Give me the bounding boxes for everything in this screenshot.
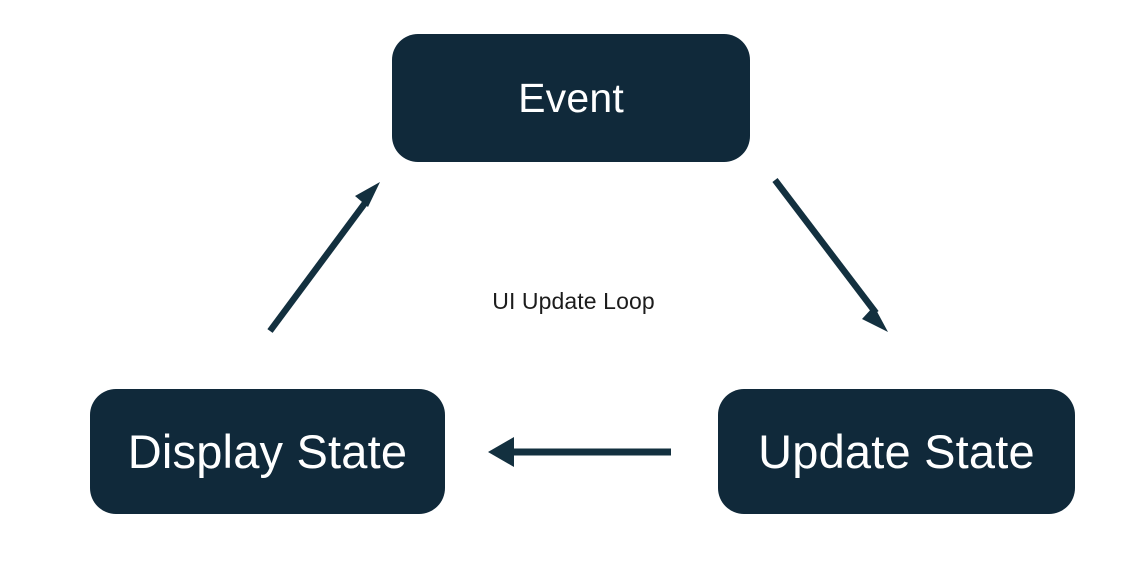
- node-display-state[interactable]: Display State: [90, 389, 445, 514]
- center-label: UI Update Loop: [492, 288, 655, 314]
- node-event-label: Event: [518, 74, 624, 121]
- node-event[interactable]: Event: [392, 34, 750, 162]
- arrow-event-to-update-state-line: [772, 178, 879, 315]
- node-display-state-label: Display State: [127, 425, 408, 478]
- arrow-display-state-to-event-head: [355, 182, 380, 207]
- arrow-event-to-update-state: [772, 178, 888, 332]
- arrow-update-state-to-display-state-head: [488, 437, 514, 467]
- node-update-state[interactable]: Update State: [718, 389, 1075, 514]
- arrow-display-state-to-event-line: [267, 197, 371, 333]
- arrow-event-to-update-state-head: [862, 306, 888, 332]
- arrow-update-state-to-display-state: [488, 437, 671, 467]
- arrow-display-state-to-event: [267, 182, 380, 333]
- node-update-state-label: Update State: [758, 425, 1035, 478]
